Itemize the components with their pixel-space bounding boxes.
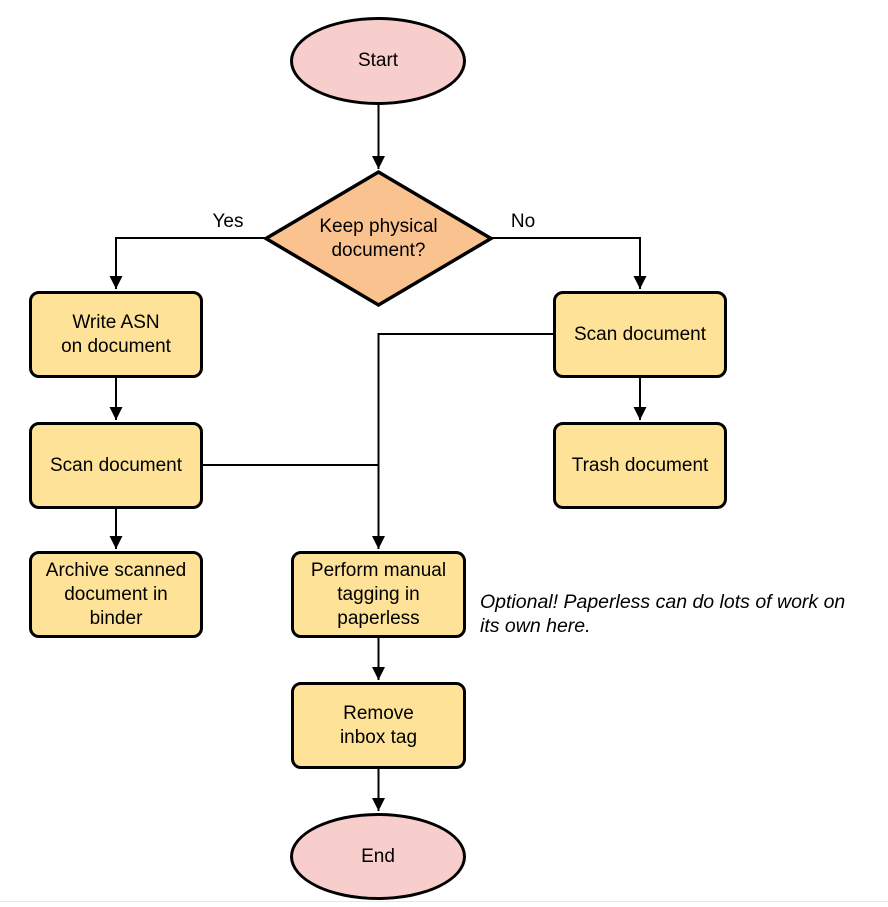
edge-label-yes: Yes bbox=[212, 211, 244, 232]
manual-tagging-node: Perform manual tagging in paperless bbox=[291, 551, 466, 638]
bottom-divider bbox=[0, 901, 888, 902]
start-label: Start bbox=[357, 50, 399, 71]
scan-document-left-label: Scan document bbox=[49, 454, 183, 476]
edge-label-no: No bbox=[510, 211, 536, 232]
write-asn-node: Write ASN on document bbox=[29, 291, 203, 378]
edge-scan-right-to-tagging bbox=[372, 333, 553, 549]
edge-decision-yes-to-write-asn bbox=[109, 237, 265, 289]
manual-tagging-label: Perform manual tagging in paperless bbox=[310, 559, 447, 629]
end-label: End bbox=[361, 845, 395, 867]
trash-document-node: Trash document bbox=[553, 422, 727, 509]
remove-inbox-tag-node: Remove inbox tag bbox=[291, 682, 466, 769]
annotation-note: Optional! Paperless can do lots of work … bbox=[480, 591, 846, 637]
decision-label: Keep physical document? bbox=[319, 215, 438, 261]
end-node: End bbox=[290, 813, 466, 900]
scan-document-left-node: Scan document bbox=[29, 422, 203, 509]
archive-binder-label: Archive scanned document in binder bbox=[45, 559, 187, 629]
scan-document-right-label: Scan document bbox=[573, 323, 707, 345]
decision-node: Keep physical document? bbox=[266, 172, 491, 305]
decision-diamond-shape bbox=[262, 169, 495, 308]
archive-binder-node: Archive scanned document in binder bbox=[29, 551, 203, 638]
write-asn-label: Write ASN on document bbox=[61, 311, 171, 357]
edge-decision-no-to-scan-right bbox=[491, 237, 647, 289]
trash-document-label: Trash document bbox=[571, 454, 709, 476]
scan-document-right-node: Scan document bbox=[553, 291, 727, 378]
remove-inbox-tag-label: Remove inbox tag bbox=[339, 702, 418, 748]
start-node: Start bbox=[290, 17, 466, 105]
